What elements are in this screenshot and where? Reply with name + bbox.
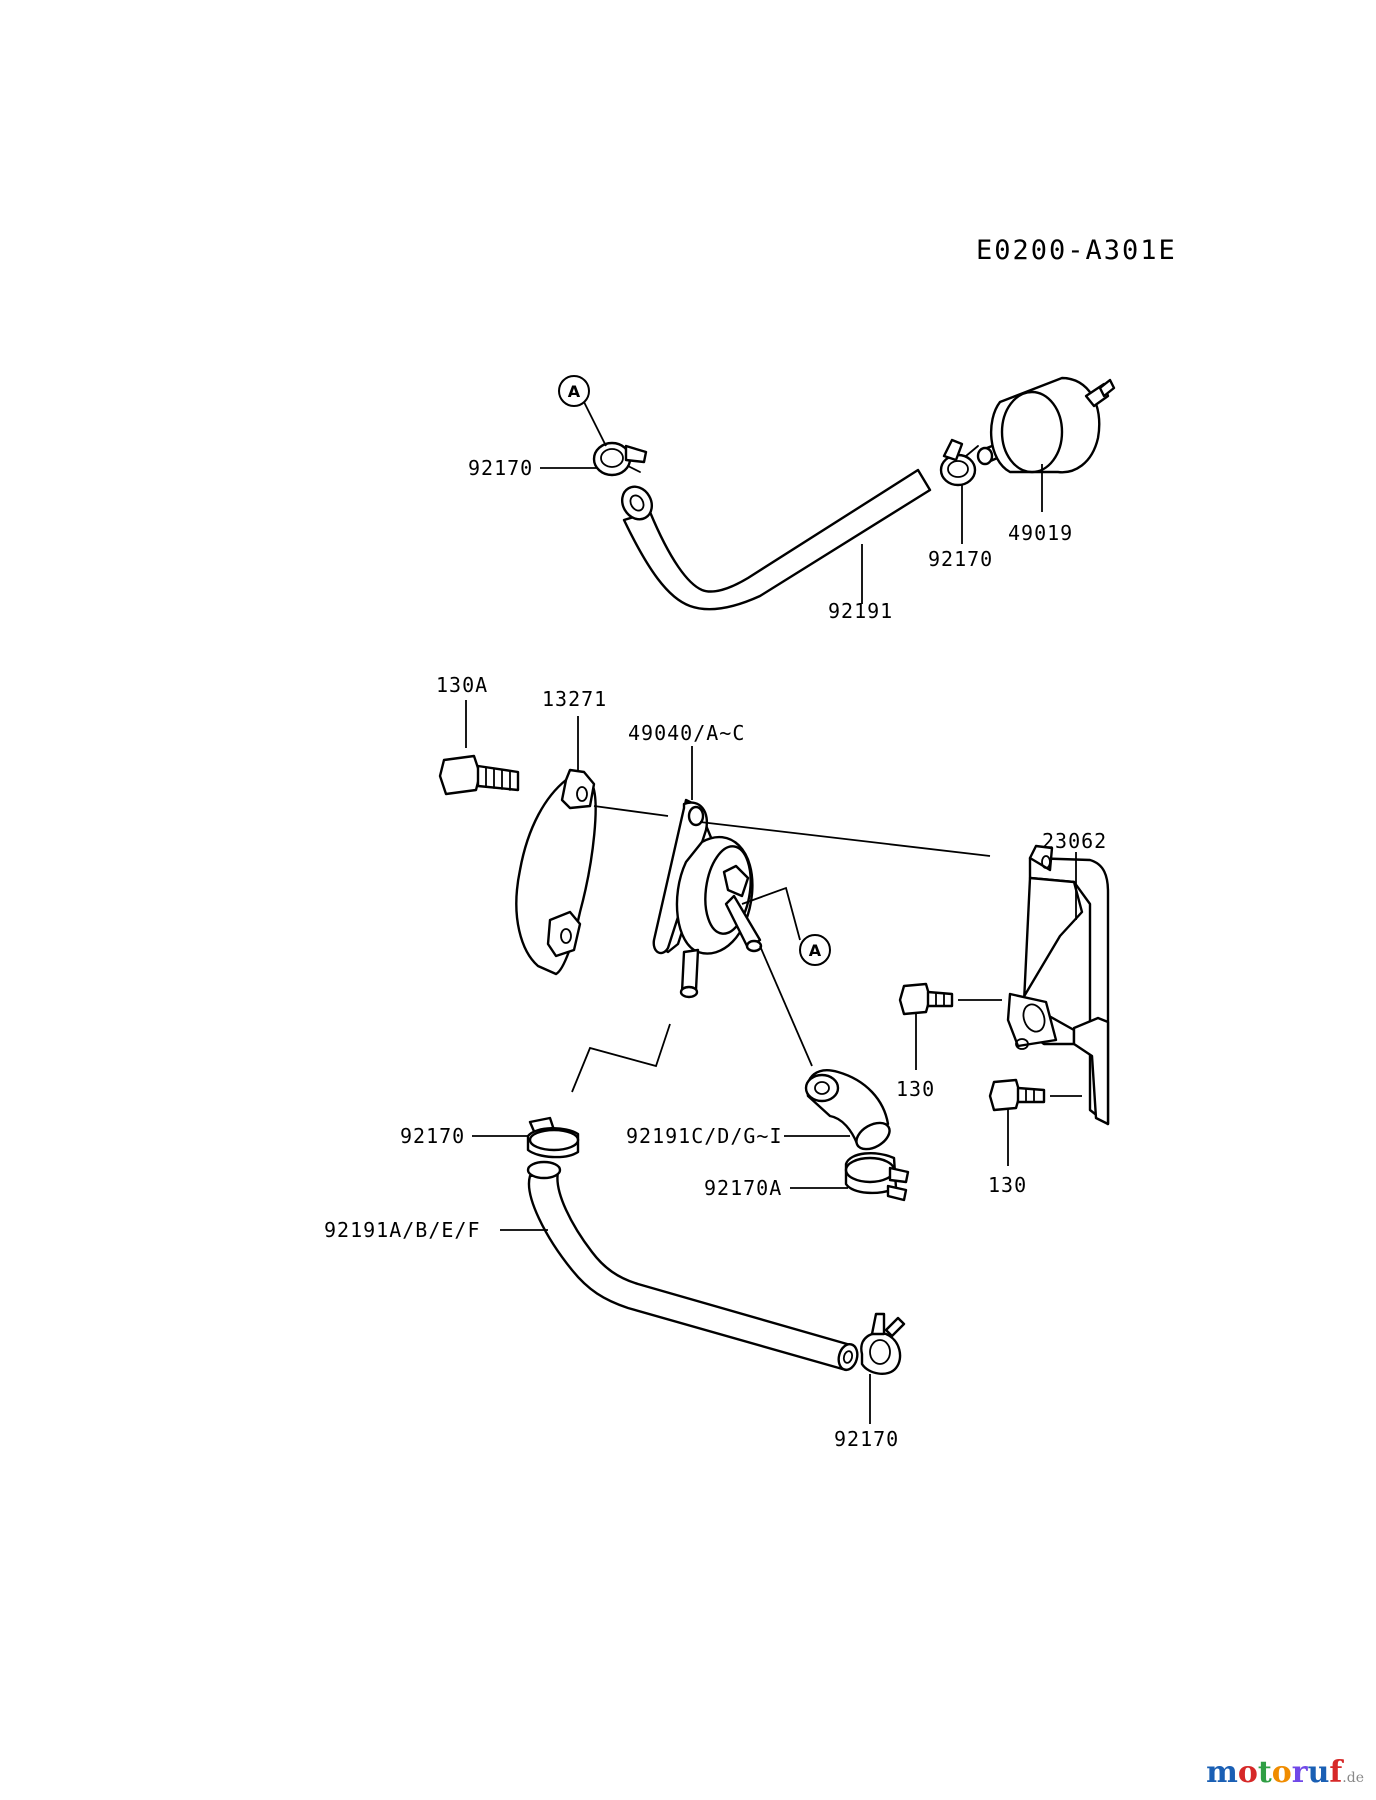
label-49019: 49019 [1008,521,1073,545]
hose-clamp-bottom [860,1312,906,1375]
label-92170-top-left: 92170 [468,456,533,480]
label-49040: 49040/A~C [628,721,745,745]
label-92191: 92191 [828,599,893,623]
label-130-upper: 130 [896,1077,935,1101]
reference-mark-a-top: A [558,375,607,447]
label-92191c: 92191C/D/G~I [626,1124,783,1148]
fuel-pump-49040 [652,798,763,999]
hose-clamp-92170a [844,1152,910,1202]
bolt-130-upper [898,982,954,1016]
fuel-filter-49019 [976,376,1116,474]
label-92170-bottom: 92170 [834,1427,899,1451]
hose-clamp-mid-left [526,1116,580,1159]
fuel-hose-92191 [620,468,932,611]
label-13271: 13271 [542,687,607,711]
label-92170-top-right: 92170 [928,547,993,571]
elbow-hose-92191c [804,1069,891,1151]
long-hose-92191a [526,1160,859,1372]
watermark-logo: motoruf.de [1206,1755,1364,1790]
label-130a: 130A [436,673,488,697]
bracket-23062 [1006,844,1110,1126]
hose-clamp-top-left [592,441,648,477]
label-92191a: 92191A/B/E/F [324,1218,481,1242]
label-23062: 23062 [1042,829,1107,853]
hose-clamp-top-right [939,438,979,487]
label-130-lower: 130 [988,1173,1027,1197]
bolt-130-lower [988,1078,1046,1112]
gasket-13271 [515,768,597,976]
svg-text:A: A [809,941,822,960]
bolt-130a [438,754,520,796]
label-92170a: 92170A [704,1176,782,1200]
label-92170-mid-left: 92170 [400,1124,465,1148]
reference-mark-a-mid: A [741,886,831,966]
svg-text:A: A [568,382,581,401]
diagram-code: E0200-A301E [976,235,1177,266]
